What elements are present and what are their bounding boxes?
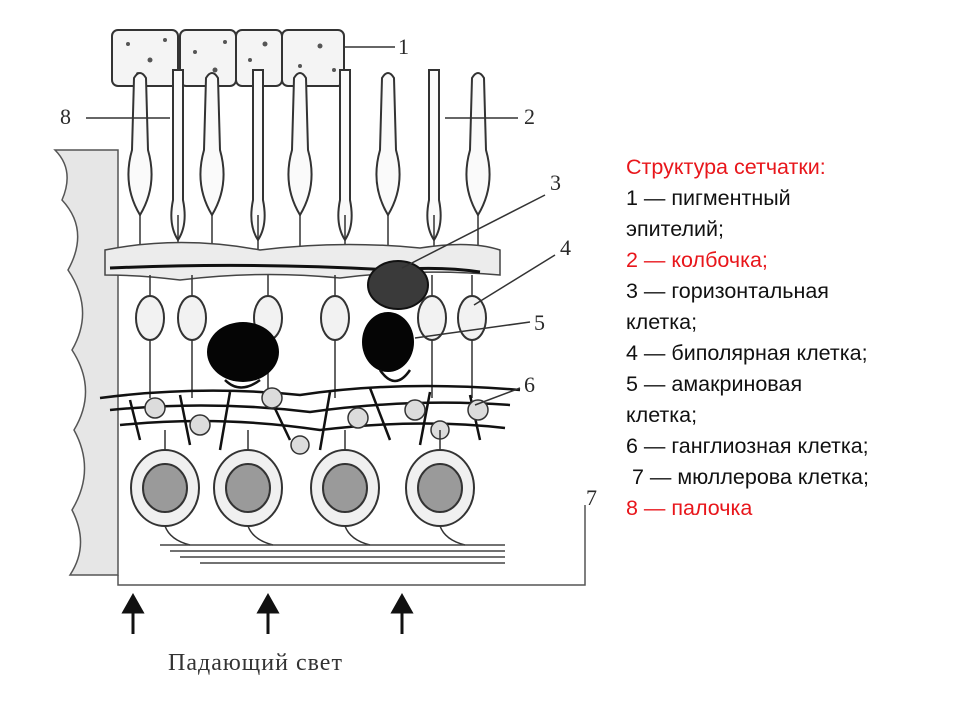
legend-line: 4 — биполярная клетка; xyxy=(626,341,868,365)
cone-cell xyxy=(127,72,153,217)
callout-2: 2 xyxy=(524,104,535,129)
callout-6: 6 xyxy=(524,372,535,397)
cone-cell xyxy=(287,72,313,217)
bipolar-cell xyxy=(417,295,447,341)
amacrine-cell xyxy=(207,322,279,382)
legend-line: 7 — мюллерова клетка; xyxy=(626,465,869,489)
horizontal-cell xyxy=(367,260,429,310)
inner-plexiform-layer xyxy=(99,369,521,451)
legend-line: клетка; xyxy=(626,403,698,427)
ganglion-cells xyxy=(130,430,475,546)
synaptic-knobs xyxy=(144,387,489,455)
photoreceptors xyxy=(127,69,491,250)
bipolar-cell xyxy=(457,295,487,341)
retina-diagram xyxy=(53,29,586,634)
callout-4: 4 xyxy=(560,235,571,260)
muller-cell-bracket xyxy=(117,505,586,586)
light-arrows xyxy=(121,592,414,634)
bipolar-cell xyxy=(177,295,207,341)
legend-line: эпителий; xyxy=(626,217,725,241)
legend-title: Структура сетчатки: xyxy=(626,155,826,179)
legend: Структура сетчатки: 1 — пигментный эпител… xyxy=(626,152,956,524)
rod-cell xyxy=(250,69,266,242)
pigment-epithelium xyxy=(111,29,345,87)
legend-line: 5 — амакриновая xyxy=(626,372,803,396)
callout-3: 3 xyxy=(550,170,561,195)
bipolar-cell xyxy=(135,295,165,341)
legend-line: 2 — колбочка; xyxy=(626,248,768,272)
muller-border xyxy=(53,149,119,576)
callout-5: 5 xyxy=(534,310,545,335)
incident-light-caption: Падающий свет xyxy=(168,650,343,676)
cone-cell xyxy=(375,72,401,217)
cone-cell xyxy=(465,72,491,217)
legend-line: 6 — ганглиозная клетка; xyxy=(626,434,869,458)
legend-lines: 1 — пигментный эпителий; 2 — колбочка; 3 — … xyxy=(626,183,956,524)
legend-line: 1 — пигментный xyxy=(626,186,791,210)
callout-7: 7 xyxy=(586,485,597,510)
amacrine-cell xyxy=(362,312,414,372)
rod-cell xyxy=(337,69,353,242)
bipolar-cell xyxy=(320,295,350,341)
cone-cell xyxy=(199,72,225,217)
legend-line: 3 — горизонтальная xyxy=(626,279,829,303)
legend-line: клетка; xyxy=(626,310,698,334)
nerve-fiber-layer xyxy=(160,544,505,564)
horizontal-cell-process xyxy=(109,263,481,274)
rod-cell xyxy=(426,69,442,242)
legend-line: 8 — палочка xyxy=(626,496,753,520)
rod-cell xyxy=(170,69,186,242)
callout-1: 1 xyxy=(398,34,409,59)
callout-8: 8 xyxy=(60,104,71,129)
bipolar-cells xyxy=(135,275,487,398)
callout-lines xyxy=(86,46,556,406)
